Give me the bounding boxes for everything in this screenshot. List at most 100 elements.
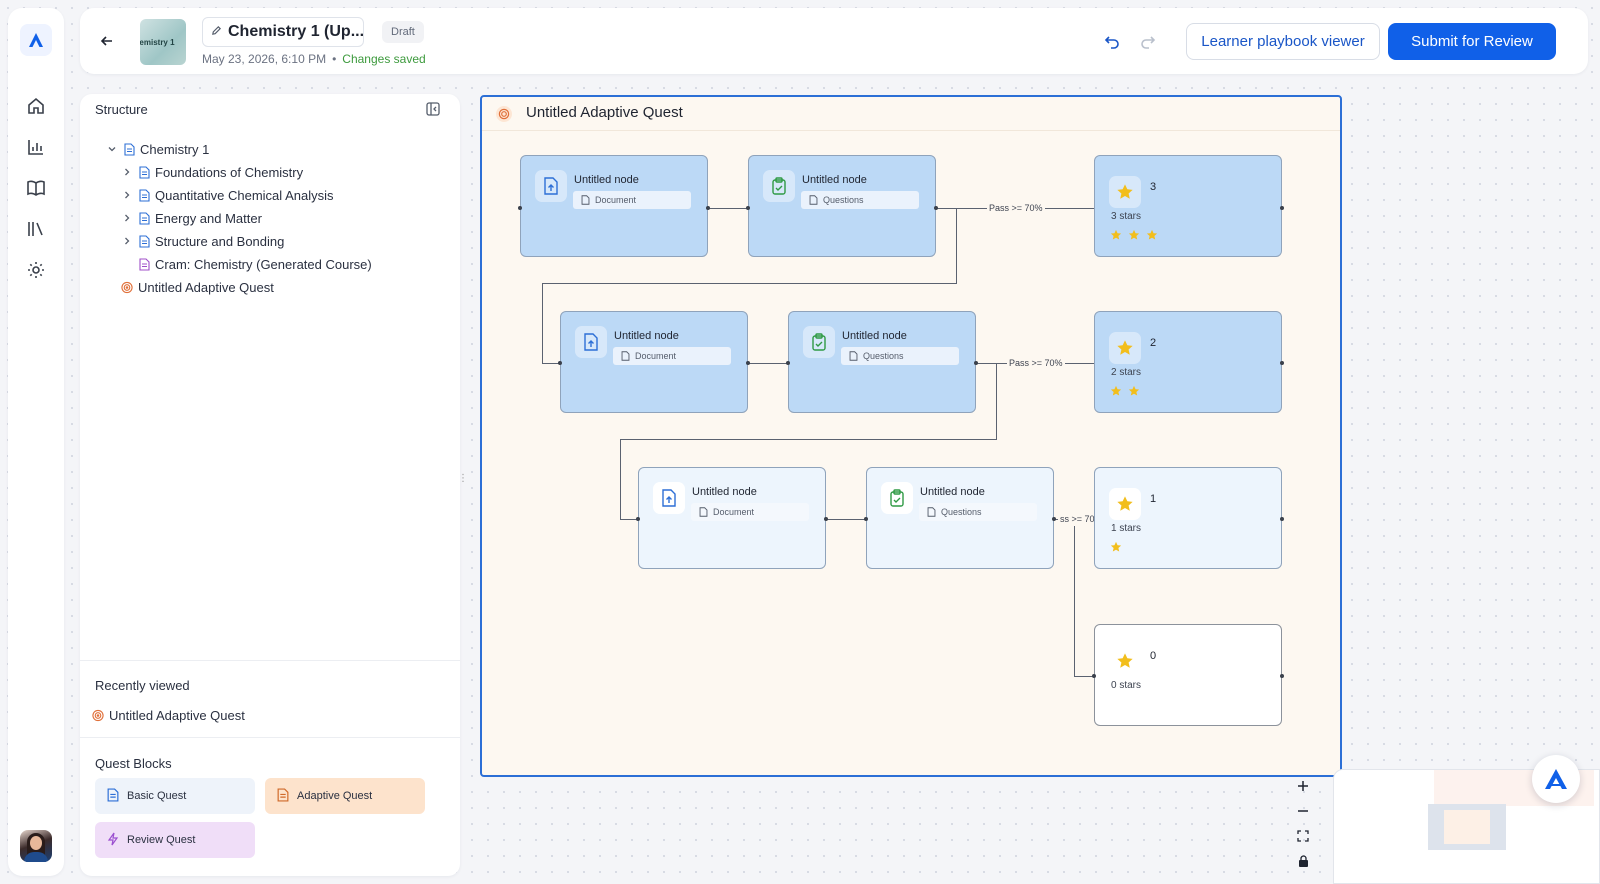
edit-pencil-icon (211, 23, 222, 41)
tree-item-quantitative[interactable]: Quantitative Chemical Analysis (121, 185, 333, 205)
top-header: emistry 1 Chemistry 1 (Up... Draft May 2… (80, 8, 1588, 74)
port[interactable] (558, 361, 562, 365)
zoom-out-icon[interactable] (1290, 798, 1316, 823)
stars-row (1110, 228, 1158, 246)
zoom-in-icon[interactable] (1290, 773, 1316, 798)
port[interactable] (518, 206, 522, 210)
clipboard-check-icon (803, 326, 835, 358)
star-icon (1128, 384, 1140, 402)
tree-item-root[interactable]: Chemistry 1 (106, 139, 209, 159)
save-meta: May 23, 2026, 6:10 PM•Changes saved (202, 52, 426, 66)
library-icon[interactable] (24, 217, 48, 241)
panel-resize-handle[interactable]: ⋮ (458, 472, 468, 484)
chevron-down-icon[interactable] (106, 143, 118, 155)
document-icon (277, 787, 289, 805)
questions-node[interactable]: Untitled node Questions (788, 311, 976, 413)
last-saved-date: May 23, 2026, 6:10 PM (202, 52, 327, 66)
recent-item[interactable]: Untitled Adaptive Quest (92, 708, 245, 723)
target-icon (121, 281, 133, 294)
adaptive-quest-block[interactable]: Adaptive Quest (265, 778, 425, 814)
edge (542, 283, 957, 284)
pass-condition-label[interactable]: Pass >= 70% (987, 201, 1045, 215)
adaptive-quest-frame[interactable]: Untitled Adaptive Quest Pass >= 70% Pass… (480, 95, 1342, 777)
port[interactable] (864, 517, 868, 521)
stars-row (1110, 540, 1122, 558)
port[interactable] (1280, 361, 1284, 365)
chevron-right-icon[interactable] (121, 166, 133, 178)
port[interactable] (786, 361, 790, 365)
tree-item-adaptive-quest[interactable]: Untitled Adaptive Quest (121, 277, 274, 297)
port[interactable] (746, 361, 750, 365)
course-title-field[interactable]: Chemistry 1 (Up... (202, 17, 364, 47)
reward-node[interactable]: 3 3 stars (1094, 155, 1282, 257)
document-icon (138, 211, 150, 225)
left-rail (8, 8, 64, 876)
edge (620, 439, 997, 440)
review-quest-block[interactable]: Review Quest (95, 822, 255, 858)
node-type-chip: Document (613, 347, 731, 365)
port[interactable] (746, 206, 750, 210)
port[interactable] (824, 517, 828, 521)
port[interactable] (1280, 206, 1284, 210)
edge (826, 519, 866, 520)
undo-icon[interactable] (1100, 30, 1124, 54)
star-icon (1110, 228, 1122, 246)
home-icon[interactable] (24, 94, 48, 118)
questions-node[interactable]: Untitled node Questions (866, 467, 1054, 569)
document-icon (138, 257, 150, 271)
chevron-right-icon[interactable] (121, 189, 133, 201)
tree-item-structure-bonding[interactable]: Structure and Bonding (121, 231, 284, 251)
chevron-right-icon[interactable] (121, 212, 133, 224)
settings-icon[interactable] (24, 258, 48, 282)
reward-node[interactable]: 2 2 stars (1094, 311, 1282, 413)
pass-condition-label[interactable]: ss >= 70 (1058, 512, 1094, 526)
edge (620, 519, 640, 520)
quest-title: Untitled Adaptive Quest (526, 104, 683, 121)
book-icon[interactable] (24, 176, 48, 200)
port[interactable] (1280, 517, 1284, 521)
tree-item-cram[interactable]: Cram: Chemistry (Generated Course) (138, 254, 372, 274)
edge (620, 439, 621, 519)
collapse-panel-icon[interactable] (426, 102, 442, 118)
port[interactable] (636, 517, 640, 521)
lock-icon[interactable] (1290, 848, 1316, 873)
target-icon (92, 709, 104, 722)
submit-for-review-button[interactable]: Submit for Review (1388, 23, 1556, 60)
document-node[interactable]: Untitled node Document (560, 311, 748, 413)
fit-view-icon[interactable] (1290, 823, 1316, 848)
status-badge: Draft (382, 21, 424, 43)
analytics-icon[interactable] (24, 135, 48, 159)
avatar[interactable] (20, 830, 52, 862)
chevron-right-icon[interactable] (121, 235, 133, 247)
basic-quest-block[interactable]: Basic Quest (95, 778, 255, 814)
reward-node[interactable]: 0 0 stars (1094, 624, 1282, 726)
port[interactable] (1092, 674, 1096, 678)
document-node[interactable]: Untitled node Document (520, 155, 708, 257)
edge (542, 363, 562, 364)
tree-item-foundations[interactable]: Foundations of Chemistry (121, 162, 303, 182)
save-status: Changes saved (342, 52, 426, 66)
questions-node[interactable]: Untitled node Questions (748, 155, 936, 257)
reward-node[interactable]: 1 1 stars (1094, 467, 1282, 569)
clipboard-check-icon (881, 482, 913, 514)
port[interactable] (1052, 517, 1056, 521)
pass-condition-label[interactable]: Pass >= 70% (1007, 356, 1065, 370)
document-icon (138, 234, 150, 248)
star-icon (1128, 228, 1140, 246)
document-icon (138, 188, 150, 202)
learner-playbook-viewer-button[interactable]: Learner playbook viewer (1186, 23, 1380, 60)
tree-item-energy[interactable]: Energy and Matter (121, 208, 262, 228)
assistant-logo-button[interactable] (1532, 755, 1580, 803)
back-arrow-icon[interactable] (94, 28, 120, 54)
document-node[interactable]: Untitled node Document (638, 467, 826, 569)
edge (996, 363, 997, 439)
port[interactable] (934, 206, 938, 210)
star-icon (1110, 540, 1122, 558)
app-logo-icon[interactable] (20, 24, 52, 56)
port[interactable] (706, 206, 710, 210)
port[interactable] (974, 361, 978, 365)
port[interactable] (1280, 674, 1284, 678)
redo-icon[interactable] (1136, 30, 1160, 54)
node-type-chip: Document (573, 191, 691, 209)
edge (748, 363, 788, 364)
